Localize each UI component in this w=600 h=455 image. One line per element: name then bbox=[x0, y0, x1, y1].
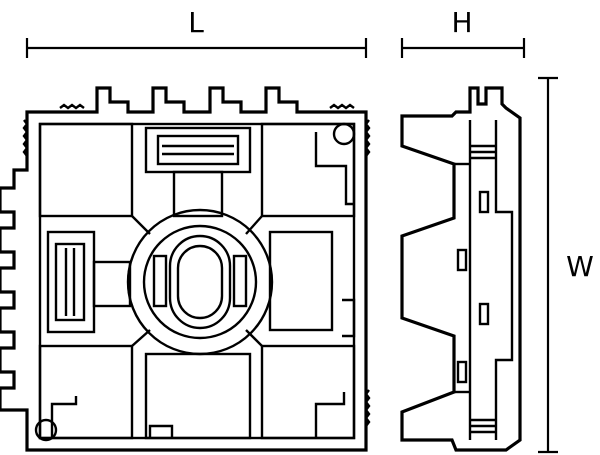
side-view bbox=[400, 86, 522, 452]
width-label: W bbox=[566, 250, 594, 283]
front-view bbox=[0, 86, 371, 452]
dimension-height: H bbox=[400, 6, 526, 58]
length-label: L bbox=[188, 6, 204, 39]
dimension-length: L bbox=[25, 6, 368, 58]
height-label: H bbox=[451, 6, 472, 39]
dimension-width: W bbox=[538, 76, 594, 454]
